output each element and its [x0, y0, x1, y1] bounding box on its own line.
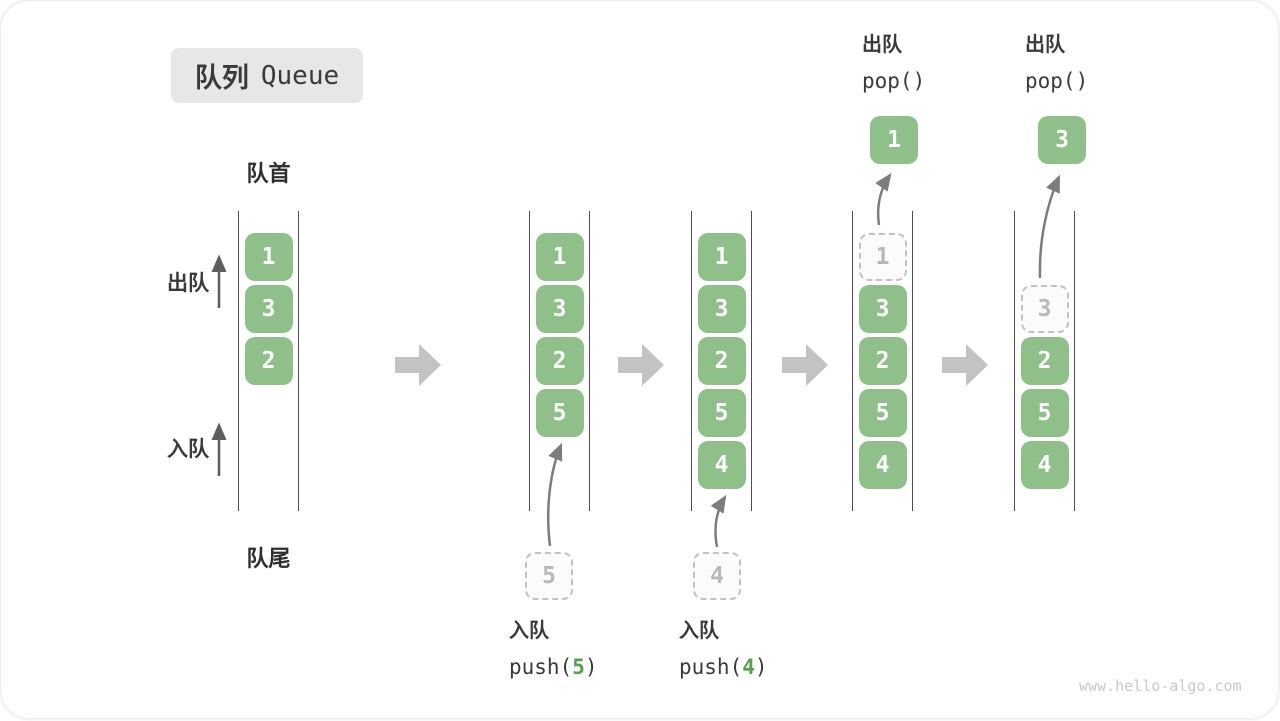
enqueue-operation-label: 入队 push(5) — [509, 619, 598, 680]
queue-cell: 3 — [858, 285, 907, 333]
label-enqueue: 入队 — [167, 438, 209, 461]
queue-cell: 5 — [535, 389, 584, 437]
queue-cell: 2 — [535, 337, 584, 385]
queue-cell: 4 — [697, 441, 746, 489]
label-dequeue: 出队 — [167, 272, 209, 295]
enqueue-ghost-cell: 5 — [525, 552, 573, 600]
dequeued-ghost-cell: 1 — [858, 233, 907, 281]
queue-cell: 4 — [1020, 441, 1069, 489]
queue-cell: 3 — [697, 285, 746, 333]
enqueue-operation-label: 入队 push(4) — [679, 619, 768, 680]
queue-column-4: 1 3 2 5 4 — [852, 211, 913, 511]
watermark: www.hello-algo.com — [1079, 677, 1242, 695]
queue-cell: 4 — [858, 441, 907, 489]
dequeue-operation-label: 出队 pop() — [1025, 33, 1088, 94]
op-action: 出队 — [1025, 34, 1065, 56]
transition-arrow-icon — [782, 344, 828, 386]
op-action: 入队 — [679, 620, 719, 642]
queue-cell: 5 — [858, 389, 907, 437]
queue-column-3: 1 3 2 5 4 — [691, 211, 752, 511]
op-code: pop() — [1025, 69, 1089, 93]
queue-cell: 5 — [697, 389, 746, 437]
dequeue-operation-label: 出队 pop() — [862, 33, 925, 94]
title-en: Queue — [260, 60, 340, 91]
title-zh: 队列 — [194, 63, 249, 93]
queue-column-5: 3 2 5 4 — [1014, 211, 1075, 511]
op-fn-close: ) — [754, 655, 768, 679]
queue-cell: 1 — [535, 233, 584, 281]
op-action: 出队 — [862, 34, 902, 56]
queue-cell: 1 — [697, 233, 746, 281]
dequeued-ghost-cell: 3 — [1020, 285, 1069, 333]
op-code: push(4) — [679, 654, 768, 680]
queue-cell: 1 — [244, 233, 293, 281]
op-code: pop() — [862, 69, 926, 93]
title-badge: 队列 Queue — [171, 48, 363, 103]
label-queue-rear: 队尾 — [246, 546, 291, 571]
queue-cell: 2 — [244, 337, 293, 385]
enqueue-ghost-cell: 4 — [693, 552, 741, 600]
queue-cell: 3 — [535, 285, 584, 333]
label-queue-front: 队首 — [246, 161, 291, 186]
op-fn-open: push( — [679, 655, 743, 679]
op-fn-open: push( — [509, 655, 573, 679]
op-code: push(5) — [509, 654, 598, 680]
transition-arrow-icon — [942, 344, 988, 386]
queue-cell: 3 — [244, 285, 293, 333]
op-arg: 5 — [572, 655, 585, 679]
queue-column-1: 1 3 2 — [238, 211, 299, 511]
queue-column-2: 1 3 2 5 — [529, 211, 590, 511]
transition-arrow-icon — [618, 344, 664, 386]
op-fn-close: ) — [584, 655, 598, 679]
op-arg: 4 — [742, 655, 755, 679]
queue-cell: 2 — [1020, 337, 1069, 385]
op-action: 入队 — [509, 620, 549, 642]
queue-cell: 2 — [858, 337, 907, 385]
queue-cell: 2 — [697, 337, 746, 385]
popped-cell: 3 — [1038, 116, 1086, 164]
transition-arrow-icon — [395, 344, 441, 386]
queue-cell: 5 — [1020, 389, 1069, 437]
popped-cell: 1 — [870, 116, 918, 164]
